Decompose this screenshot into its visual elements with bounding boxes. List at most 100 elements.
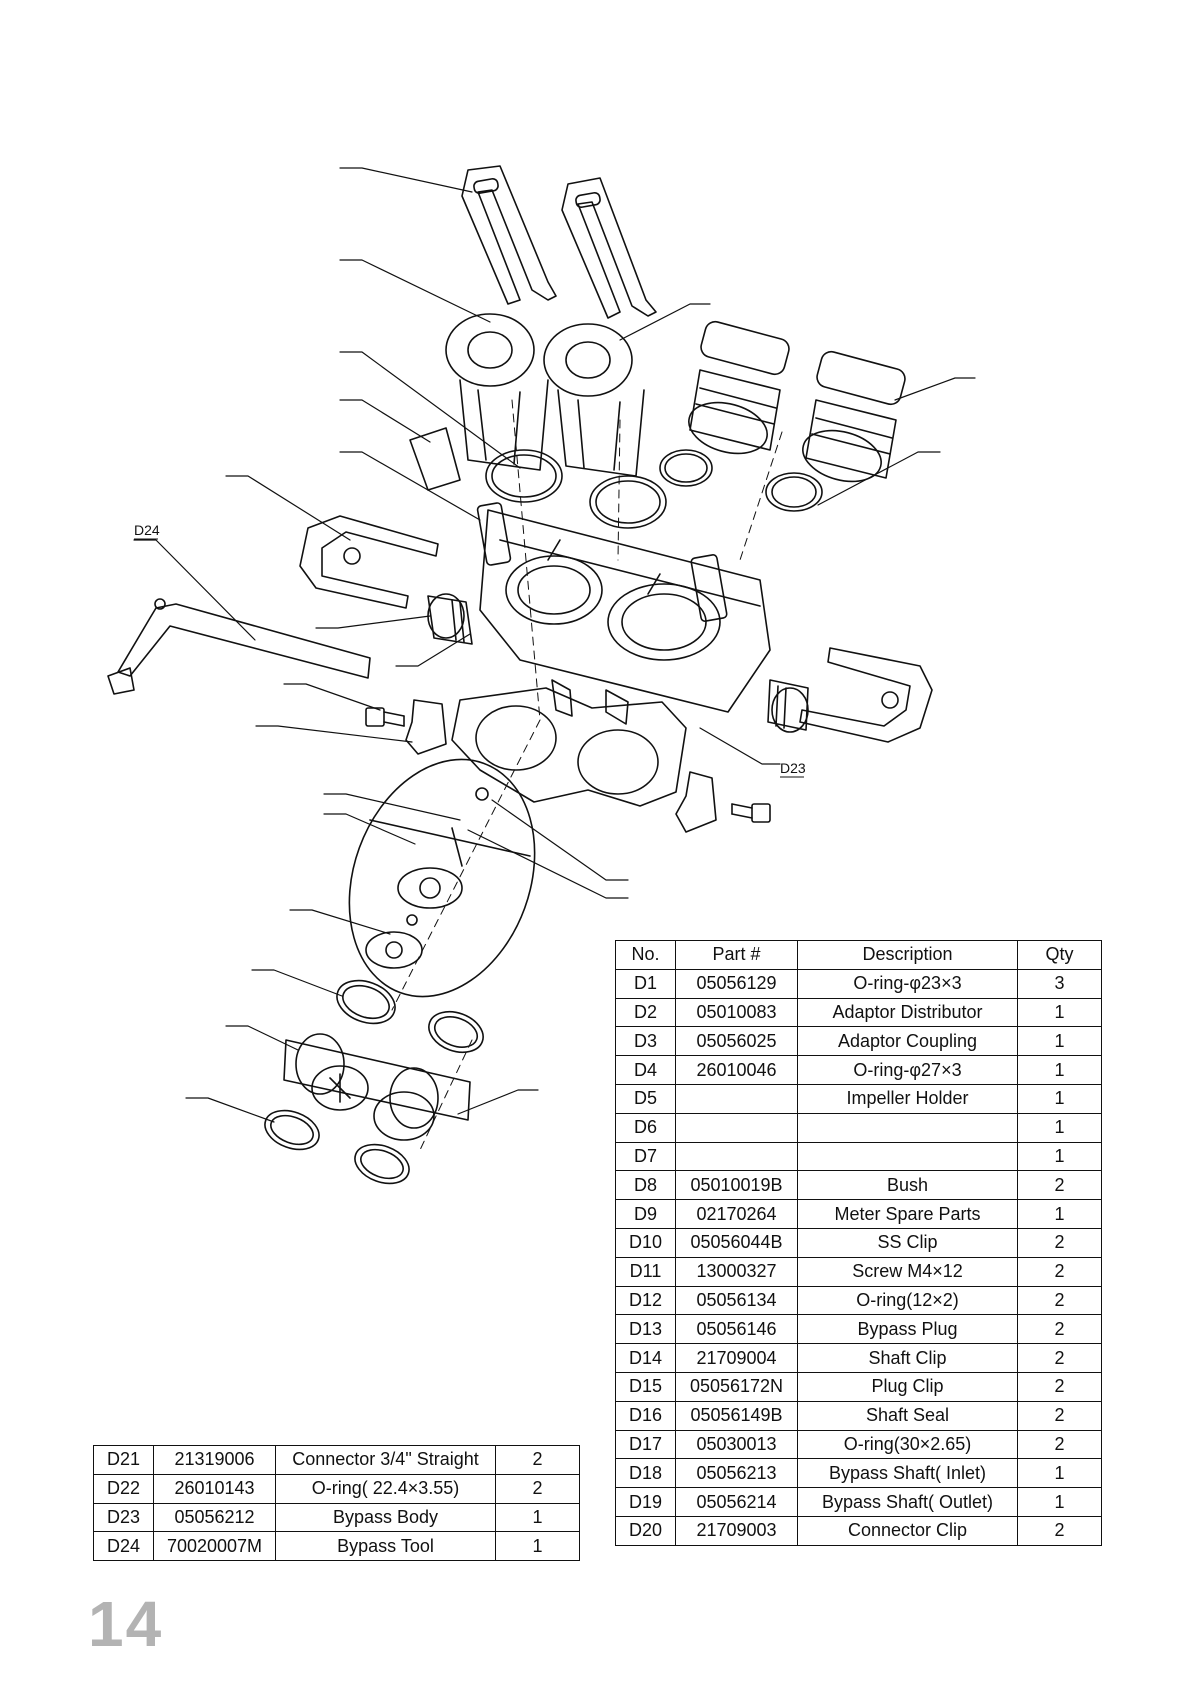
- cell-qty: 2: [495, 1473, 580, 1504]
- cell-part-number: 05056134: [675, 1285, 798, 1316]
- header-description: Description: [797, 940, 1018, 970]
- header-no: No.: [615, 940, 676, 970]
- cell-part-number: 05056129: [675, 968, 798, 999]
- connector-right: [802, 350, 906, 483]
- cell-part-number: 05056146: [675, 1314, 798, 1345]
- cell-part-number: 26010143: [153, 1473, 276, 1504]
- cell-part-number: 05010019B: [675, 1170, 798, 1201]
- o-rings-top: [485, 449, 823, 529]
- cell-part-number: 26010046: [675, 1055, 798, 1085]
- cell-no: D14: [615, 1343, 676, 1373]
- bypass-shaft-right: [543, 323, 645, 477]
- cell-description: Connector Clip: [797, 1515, 1018, 1546]
- cell-qty: 1: [1017, 1112, 1102, 1143]
- cell-part-number: 05030013: [675, 1429, 798, 1460]
- bypass-shaft-left: [445, 313, 549, 471]
- cell-qty: 1: [1017, 1458, 1102, 1489]
- callout-d24: D24: [134, 522, 160, 538]
- ss-clip-right: [675, 771, 717, 833]
- ss-clip-left: [405, 699, 447, 755]
- screw-right: [731, 803, 771, 823]
- connector-left: [688, 320, 790, 455]
- top-u-clip-right: [561, 177, 657, 319]
- cell-qty: 1: [1017, 1026, 1102, 1057]
- bypass-tool: [107, 598, 371, 695]
- cell-description: Adaptor Coupling: [797, 1026, 1018, 1057]
- cell-description: Bypass Plug: [797, 1314, 1018, 1345]
- cell-qty: 1: [1017, 997, 1102, 1028]
- cell-description: O-ring-φ23×3: [797, 968, 1018, 999]
- adaptor-distributor: [283, 1033, 471, 1141]
- cell-part-number: 21319006: [153, 1445, 276, 1475]
- cell-description: O-ring( 22.4×3.55): [275, 1473, 496, 1504]
- cell-no: D10: [615, 1227, 676, 1258]
- cell-no: D12: [615, 1285, 676, 1316]
- cell-qty: 1: [1017, 1083, 1102, 1114]
- cell-part-number: 21709003: [675, 1515, 798, 1546]
- cell-no: D22: [93, 1473, 154, 1504]
- cell-qty: 1: [1017, 1487, 1102, 1517]
- cell-part-number: [675, 1141, 798, 1172]
- cell-description: O-ring(12×2): [797, 1285, 1018, 1316]
- cell-description: Bypass Shaft( Inlet): [797, 1458, 1018, 1489]
- cell-description: Plug Clip: [797, 1371, 1018, 1402]
- cell-part-number: 02170264: [675, 1199, 798, 1229]
- cell-description: O-ring-φ27×3: [797, 1055, 1018, 1085]
- cell-part-number: [675, 1083, 798, 1114]
- cell-description: Shaft Clip: [797, 1343, 1018, 1373]
- shaft-seal-piece: [409, 427, 461, 491]
- cell-no: D4: [615, 1055, 676, 1085]
- cell-part-number: 05010083: [675, 997, 798, 1028]
- cell-part-number: 70020007M: [153, 1531, 276, 1562]
- cell-qty: 2: [1017, 1400, 1102, 1431]
- bypass-plug-left: [427, 593, 473, 645]
- side-clip-left: [299, 515, 439, 609]
- cell-no: D21: [93, 1445, 154, 1475]
- cell-description: [797, 1141, 1018, 1172]
- cell-qty: 1: [1017, 1055, 1102, 1085]
- cell-qty: 2: [1017, 1371, 1102, 1402]
- cell-qty: 2: [1017, 1343, 1102, 1373]
- cell-description: [797, 1112, 1018, 1143]
- cell-no: D5: [615, 1083, 676, 1114]
- meter-spare-parts: [348, 758, 536, 998]
- cell-qty: 2: [1017, 1429, 1102, 1460]
- cell-qty: 3: [1017, 968, 1102, 999]
- bypass-body: [476, 502, 771, 713]
- side-clip-right: [799, 647, 933, 743]
- bypass-plug-right: [767, 679, 809, 733]
- cell-no: D13: [615, 1314, 676, 1345]
- cell-description: Adaptor Distributor: [797, 997, 1018, 1028]
- dashed-centerlines: [391, 399, 783, 1151]
- cell-description: Bypass Shaft( Outlet): [797, 1487, 1018, 1517]
- cell-qty: 2: [1017, 1515, 1102, 1546]
- cell-qty: 1: [495, 1502, 580, 1533]
- cell-part-number: 21709004: [675, 1343, 798, 1373]
- o-rings-bottom: [264, 979, 484, 1185]
- top-u-clip-left: [461, 165, 557, 305]
- cell-part-number: 13000327: [675, 1256, 798, 1287]
- adaptor-flange: [451, 679, 687, 807]
- cell-description: O-ring(30×2.65): [797, 1429, 1018, 1460]
- cell-description: Bypass Tool: [275, 1531, 496, 1562]
- cell-no: D9: [615, 1199, 676, 1229]
- cell-qty: 2: [1017, 1314, 1102, 1345]
- cell-no: D8: [615, 1170, 676, 1201]
- cell-no: D17: [615, 1429, 676, 1460]
- screw-left: [365, 707, 405, 727]
- cell-part-number: 05056044B: [675, 1227, 798, 1258]
- cell-description: Meter Spare Parts: [797, 1199, 1018, 1229]
- cell-qty: 2: [1017, 1170, 1102, 1201]
